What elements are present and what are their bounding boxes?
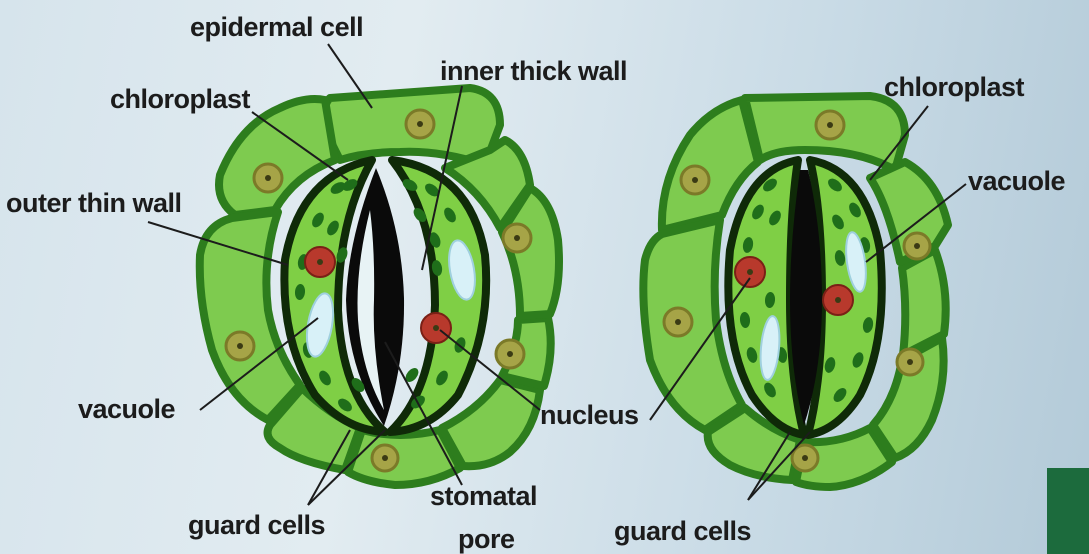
label-vacuole-right: vacuole (968, 166, 1066, 196)
label-pore: pore (458, 524, 515, 554)
label-inner-thick-wall: inner thick wall (440, 56, 627, 86)
label-vacuole-left: vacuole (78, 394, 176, 424)
label-chloroplast-right: chloroplast (884, 72, 1025, 102)
guard-cells-left (284, 160, 486, 432)
label-epidermal-cell: epidermal cell (190, 12, 363, 42)
label-stomatal: stomatal (430, 481, 537, 511)
epidermal-cell (902, 250, 946, 355)
open-stoma (200, 88, 559, 485)
closed-stoma (643, 96, 948, 487)
label-guard-cells-left: guard cells (188, 510, 325, 540)
label-chloroplast-left: chloroplast (110, 84, 251, 114)
label-guard-cells-right: guard cells (614, 516, 751, 546)
label-outer-thin-wall: outer thin wall (6, 188, 182, 218)
label-nucleus: nucleus (540, 400, 639, 430)
corner-decoration (1047, 468, 1089, 554)
guard-cells-right (728, 160, 881, 435)
